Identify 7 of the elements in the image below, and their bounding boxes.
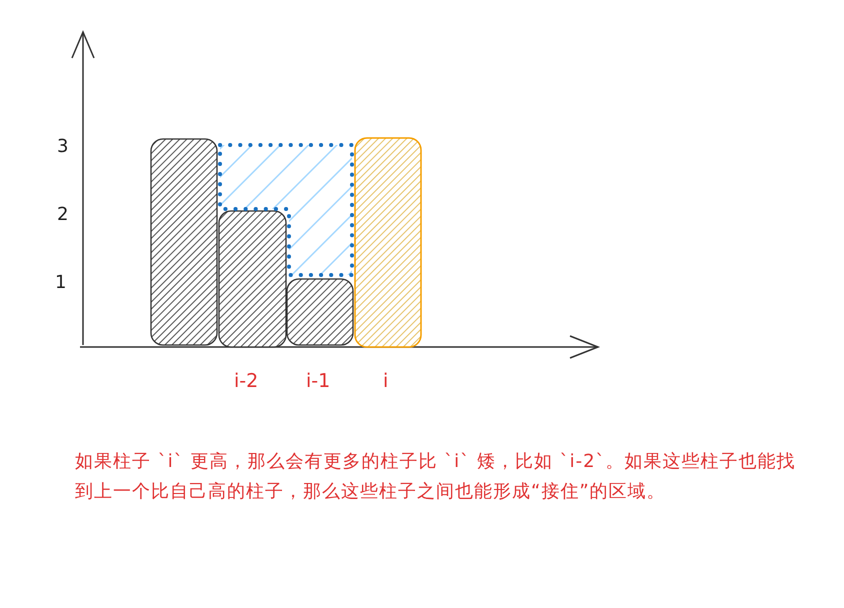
description-text: 如果柱子 `i` 更高，那么会有更多的柱子比 `i` 矮，比如 `i-2`。如果这些柱子也能找到上一个比自己高的柱子，那么这些柱子之间也能形成“接住”的区域。 bbox=[75, 450, 797, 504]
tick-label: 2 bbox=[57, 206, 68, 224]
tick-label: 3 bbox=[57, 138, 68, 156]
tick-label: 1 bbox=[55, 274, 66, 292]
bar-label: i-2 bbox=[234, 372, 258, 391]
bar-label: i bbox=[383, 372, 388, 391]
bar-label: i-1 bbox=[306, 372, 330, 391]
